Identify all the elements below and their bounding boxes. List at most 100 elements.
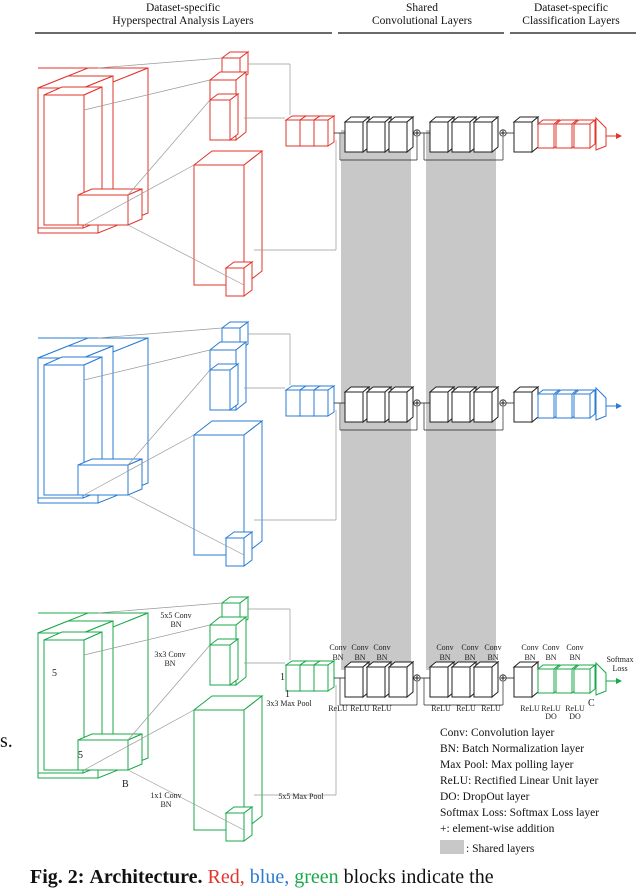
legend-softmax: Softmax Loss: Softmax Loss layer — [440, 807, 599, 819]
shared-block-a2 — [365, 385, 393, 424]
header-classification-line1: Dataset-specific — [534, 2, 608, 14]
label-bn-8: BN — [545, 653, 556, 662]
class-block-1 — [536, 118, 561, 150]
label-conv-8: Conv — [542, 643, 559, 652]
shared-block-b1 — [428, 115, 456, 154]
label-do-2: DO — [569, 712, 581, 721]
label-bn-4: BN — [439, 653, 450, 662]
header-hyperspectral-line1: Dataset-specific — [146, 2, 220, 14]
label-relu-9: ReLU — [565, 704, 585, 713]
label-bn-5: BN — [464, 653, 475, 662]
shared-block-a1 — [343, 115, 371, 154]
label-conv-3: Conv — [373, 643, 390, 652]
branch-blue — [37, 321, 622, 567]
figure-caption: Fig. 2: Architecture. Red, blue, green b… — [30, 866, 494, 889]
caption-rest: blocks indicate the — [343, 866, 494, 888]
label-relu-2: ReLU — [350, 704, 370, 713]
green-branch-labels: 5x5 Conv BN 3x3 Conv BN 1x1 Conv BN 3x3 … — [52, 611, 634, 809]
shared-block-b1 — [428, 385, 456, 424]
label-conv-5: Conv — [461, 643, 478, 652]
label-do-1: DO — [545, 712, 557, 721]
dim-label-5-bottom: 5 — [78, 750, 83, 761]
addition-1 — [413, 399, 421, 407]
addition-2 — [499, 674, 507, 682]
shared-block-a1 — [343, 660, 371, 699]
header-hyperspectral: Dataset-specific Hyperspectral Analysis … — [35, 2, 332, 34]
class-shared-block — [512, 660, 540, 699]
shared-block-b2 — [450, 385, 478, 424]
label-conv-1: Conv — [329, 643, 346, 652]
header-shared: Shared Convolutional Layers — [338, 2, 504, 34]
legend-shared: : Shared layers — [466, 843, 535, 855]
softmax-shape — [595, 386, 607, 421]
shared-block-a3 — [387, 385, 415, 424]
class-shared-block — [512, 385, 540, 424]
shared-block-a3 — [387, 115, 415, 154]
shared-block-a1 — [343, 385, 371, 424]
label-conv-6: Conv — [484, 643, 501, 652]
label-relu-4: ReLU — [431, 704, 451, 713]
header-shared-line1: Shared — [406, 2, 438, 14]
label-relu-5: ReLU — [456, 704, 476, 713]
addition-1 — [413, 129, 421, 137]
conv1-cube — [224, 531, 254, 567]
label-3x3-maxpool: 3x3 Max Pool — [266, 699, 312, 708]
label-bn-3: BN — [376, 653, 387, 662]
branch-green — [37, 596, 622, 842]
class-shared-block — [512, 115, 540, 154]
legend-relu: ReLU: Rectified Linear Unit layer — [440, 775, 599, 787]
label-softmax: Softmax — [606, 655, 633, 664]
header-classification-line2: Classification Layers — [522, 15, 620, 27]
label-conv-9: Conv — [566, 643, 583, 652]
label-bn-9: BN — [569, 653, 580, 662]
dim-label-1b: 1 — [285, 689, 290, 700]
input-subpatch — [77, 733, 143, 771]
label-relu-6: ReLU — [481, 704, 501, 713]
label-5x5-maxpool: 5x5 Max Pool — [278, 792, 324, 801]
conv3-stack-front — [208, 638, 240, 686]
output-arrowhead — [616, 403, 622, 409]
header-classification: Dataset-specific Classification Layers — [510, 2, 636, 34]
addition-1 — [413, 674, 421, 682]
shared-block-a3 — [387, 660, 415, 699]
label-relu-3: ReLU — [372, 704, 392, 713]
class-block-3 — [572, 663, 597, 695]
caption-red: Red, — [207, 866, 245, 888]
caption-blue: blue, — [249, 866, 290, 888]
caption-fig: Fig. 2: — [30, 866, 85, 888]
addition-2 — [499, 129, 507, 137]
legend-bn: BN: Batch Normalization layer — [440, 743, 584, 755]
label-3x3-conv: 3x3 Conv — [154, 650, 185, 659]
dim-label-b: B — [122, 779, 129, 790]
label-1x1-conv: 1x1 Conv — [150, 791, 181, 800]
convbn-labels: ConvBNConvBNConvBNConvBNConvBNConvBNConv… — [329, 643, 583, 662]
label-3x3-bn: BN — [164, 659, 175, 668]
clipped-left-text: s. — [0, 730, 13, 752]
label-conv-7: Conv — [521, 643, 538, 652]
shared-block-b3 — [472, 115, 500, 154]
label-bn-7: BN — [524, 653, 535, 662]
label-loss: Loss — [612, 664, 627, 673]
output-arrowhead — [616, 133, 622, 139]
label-5x5-bn: BN — [170, 620, 181, 629]
concat-block-3 — [312, 385, 336, 417]
dim-label-5-top: 5 — [52, 668, 57, 679]
output-arrowhead — [616, 678, 622, 684]
shared-block-b2 — [450, 115, 478, 154]
dim-label-c: C — [588, 698, 595, 709]
class-block-3 — [572, 118, 597, 150]
label-relu-8: ReLU — [541, 704, 561, 713]
shared-block-b3 — [472, 385, 500, 424]
addition-2 — [499, 399, 507, 407]
label-conv-4: Conv — [436, 643, 453, 652]
shared-block-b1 — [428, 660, 456, 699]
label-relu-1: ReLU — [328, 704, 348, 713]
label-conv-2: Conv — [351, 643, 368, 652]
caption-green: green — [294, 866, 339, 888]
dim-label-1a: 1 — [280, 672, 285, 683]
caption-title: Architecture. — [89, 866, 203, 888]
header-hyperspectral-line2: Hyperspectral Analysis Layers — [112, 15, 254, 27]
class-block-3 — [572, 388, 597, 420]
